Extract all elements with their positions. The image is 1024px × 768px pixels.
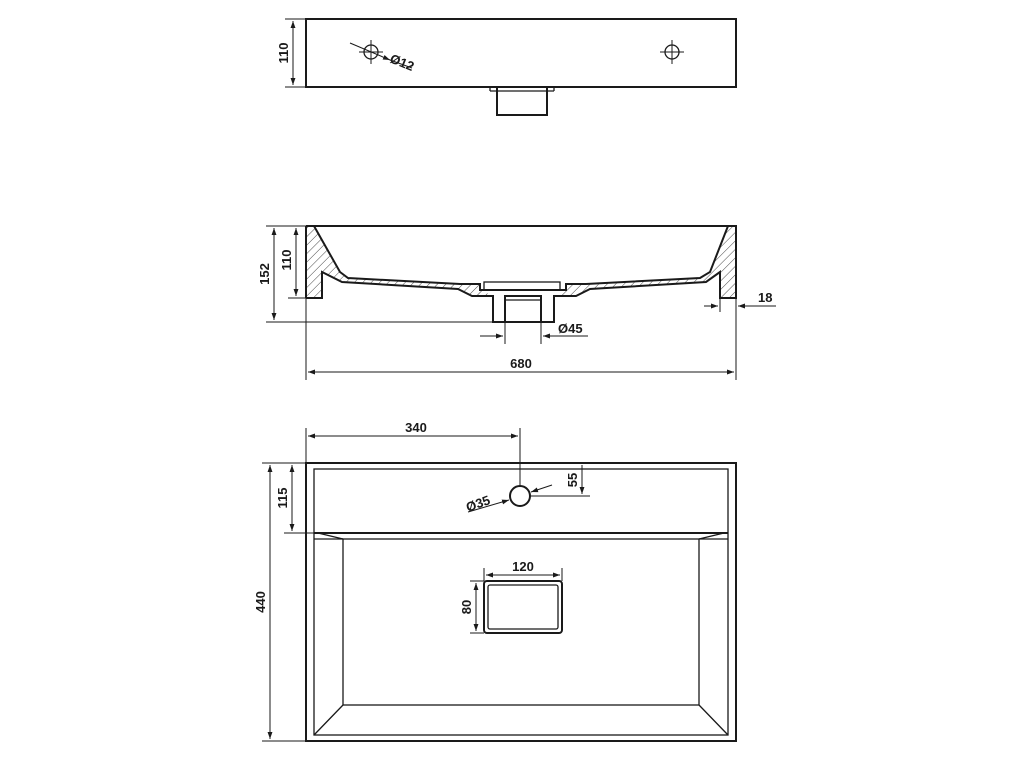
dim-drain-diameter bbox=[480, 322, 588, 344]
section-hatch-left bbox=[306, 226, 493, 298]
drain-fitting bbox=[496, 86, 548, 116]
dim-section-total-height bbox=[266, 225, 493, 323]
dim-drain-width bbox=[483, 568, 563, 581]
dim-tap-from-back-label: 55 bbox=[565, 473, 580, 487]
dim-deck-depth bbox=[284, 462, 314, 534]
elevation-view: Ø12 110 bbox=[276, 18, 737, 116]
dim-drain-height bbox=[470, 580, 484, 634]
drain-body bbox=[504, 295, 542, 323]
plan-drain-inner bbox=[487, 584, 559, 630]
faucet-hole-left bbox=[349, 40, 413, 69]
plan-rim-inner bbox=[313, 468, 729, 736]
tap-hole bbox=[509, 485, 531, 507]
dim-drain-diameter-label: Ø45 bbox=[558, 321, 583, 336]
dim-tap-from-back bbox=[530, 465, 590, 497]
plan-view: 340 55 Ø35 115 440 bbox=[253, 420, 737, 742]
dim-overall-depth bbox=[262, 462, 306, 742]
plan-drain bbox=[483, 580, 563, 634]
section-hatch-right bbox=[554, 226, 736, 298]
dim-section-inner-height-label: 110 bbox=[279, 250, 294, 271]
dim-tap-offset bbox=[305, 428, 521, 486]
dim-section-inner-height bbox=[288, 225, 306, 299]
dim-overall-depth-label: 440 bbox=[253, 591, 268, 613]
dim-tap-hole bbox=[467, 484, 553, 513]
drain-insert bbox=[483, 281, 561, 291]
dim-drain-width-label: 120 bbox=[512, 559, 534, 574]
dim-deck-depth-label: 115 bbox=[275, 488, 290, 509]
dim-tap-offset-label: 340 bbox=[405, 420, 427, 435]
plan-corner-tl bbox=[317, 532, 344, 540]
dim-drain-height-label: 80 bbox=[459, 600, 474, 614]
faucet-hole-right bbox=[660, 40, 684, 64]
plan-bowl bbox=[342, 538, 700, 706]
dim-overall-width bbox=[305, 298, 737, 380]
dim-top-height bbox=[285, 18, 306, 88]
dim-rim-offset-label: 18 bbox=[758, 290, 772, 305]
section-view: 110 152 18 Ø45 680 bbox=[257, 225, 776, 380]
plan-corner-tr bbox=[698, 532, 725, 540]
plan-outer bbox=[305, 462, 737, 742]
dim-tap-hole-label: Ø35 bbox=[464, 492, 492, 515]
faucet-hole-label: Ø12 bbox=[388, 51, 416, 74]
section-outer-profile bbox=[305, 225, 737, 323]
dim-section-total-height-label: 152 bbox=[257, 263, 272, 285]
dim-overall-width-label: 680 bbox=[510, 356, 532, 371]
plan-corner-br bbox=[698, 704, 729, 736]
dim-top-height-label: 110 bbox=[276, 43, 291, 64]
plan-corner-bl bbox=[313, 704, 344, 736]
